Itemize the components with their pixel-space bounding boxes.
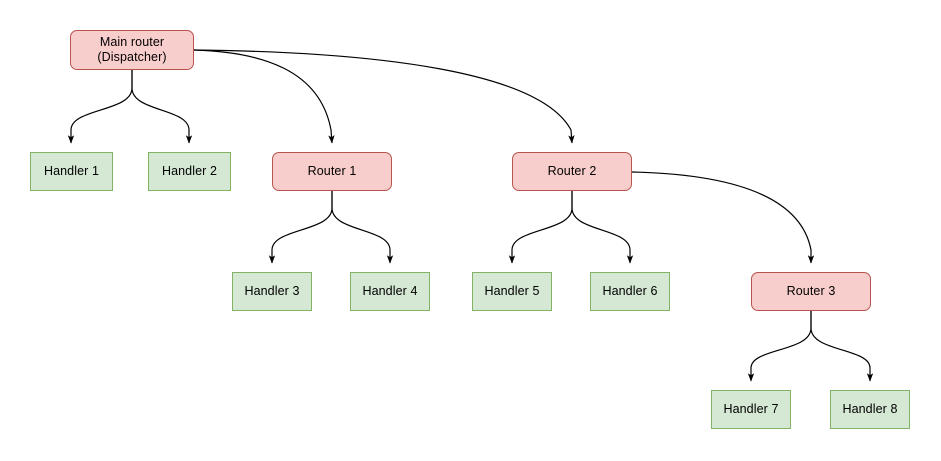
- node-handler-3-label: Handler 3: [244, 284, 300, 298]
- node-handler-5-label: Handler 5: [484, 284, 540, 298]
- node-handler-4-label: Handler 4: [362, 284, 418, 298]
- node-handler-1-label: Handler 1: [43, 164, 100, 178]
- node-handler-2-label: Handler 2: [161, 164, 218, 178]
- edge-router-3-to-handler-8: [810, 311, 874, 382]
- node-router-2[interactable]: Router 2: [512, 152, 632, 191]
- edge-router-2-to-handler-6: [571, 191, 634, 264]
- edge-main-to-router-2: [193, 49, 575, 144]
- node-handler-4[interactable]: Handler 4: [350, 272, 430, 311]
- node-router-1-label: Router 1: [307, 164, 357, 178]
- edge-router-3-to-handler-7: [747, 311, 812, 382]
- node-main-router[interactable]: Main router (Dispatcher): [70, 30, 194, 70]
- node-handler-3[interactable]: Handler 3: [232, 272, 312, 311]
- node-handler-7[interactable]: Handler 7: [711, 390, 791, 429]
- node-router-1[interactable]: Router 1: [272, 152, 392, 191]
- edge-main-to-handler-1: [67, 70, 133, 144]
- node-router-3-label: Router 3: [786, 284, 836, 298]
- edge-main-to-router-1: [193, 49, 335, 144]
- node-main-router-label: Main router (Dispatcher): [97, 35, 167, 64]
- node-router-2-label: Router 2: [547, 164, 597, 178]
- edge-main-to-handler-2: [131, 70, 193, 144]
- node-handler-8[interactable]: Handler 8: [830, 390, 910, 429]
- edge-router-2-to-router-3: [631, 171, 815, 264]
- edge-router-1-to-handler-4: [331, 191, 394, 264]
- edge-router-2-to-handler-5: [508, 191, 573, 264]
- node-handler-5[interactable]: Handler 5: [472, 272, 552, 311]
- node-handler-1[interactable]: Handler 1: [30, 152, 113, 191]
- node-router-3[interactable]: Router 3: [751, 272, 871, 311]
- node-handler-7-label: Handler 7: [723, 402, 779, 416]
- node-handler-2[interactable]: Handler 2: [148, 152, 231, 191]
- node-handler-6-label: Handler 6: [602, 284, 658, 298]
- edge-router-1-to-handler-3: [268, 191, 333, 264]
- node-handler-8-label: Handler 8: [842, 402, 898, 416]
- node-handler-6[interactable]: Handler 6: [590, 272, 670, 311]
